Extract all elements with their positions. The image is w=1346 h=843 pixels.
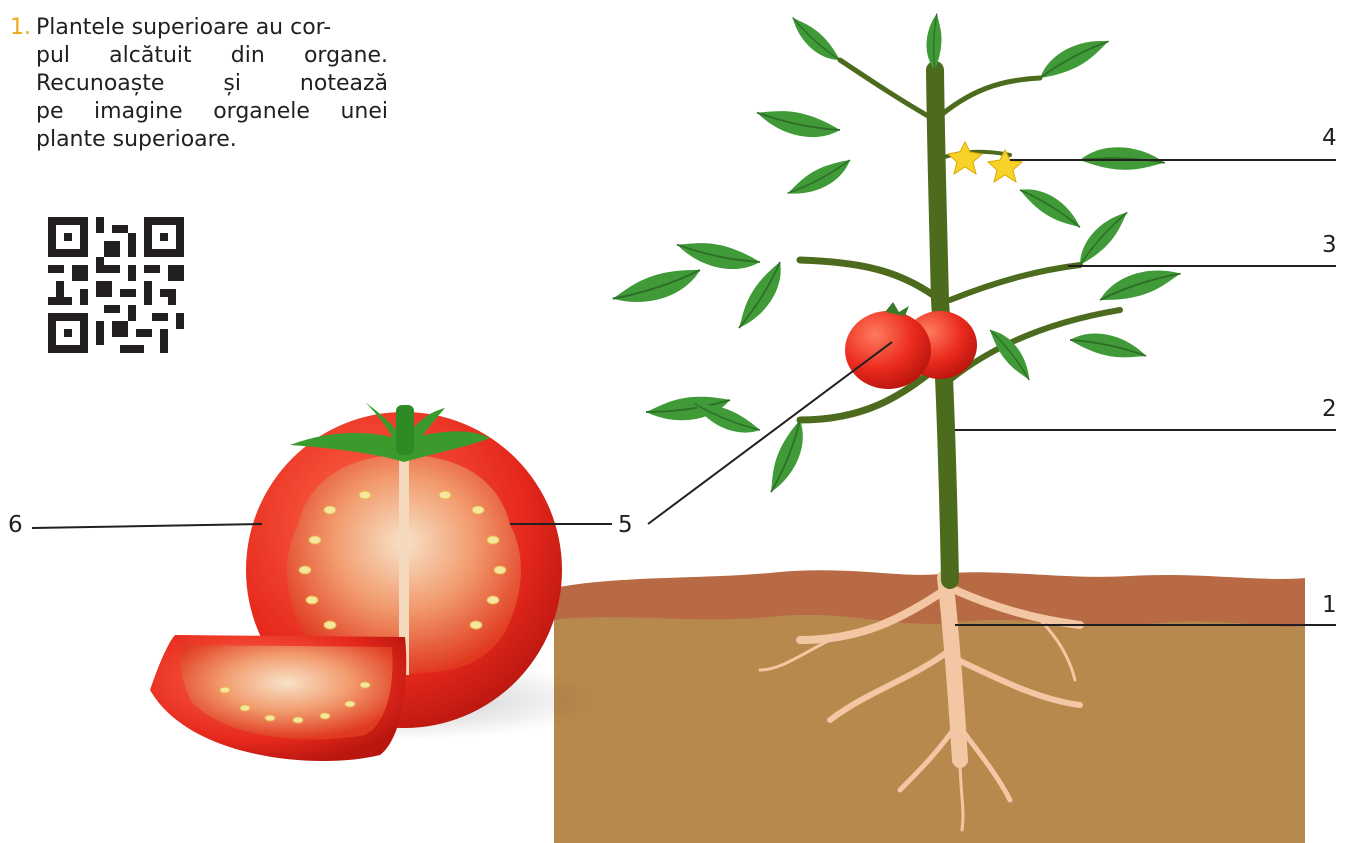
flowers: [948, 142, 1022, 182]
leaves: [610, 10, 1183, 496]
leader-lines: [32, 160, 1336, 625]
label-2: 2: [1322, 396, 1337, 422]
leader-line-6: [32, 524, 262, 528]
label-1: 1: [1322, 592, 1337, 618]
label-3: 3: [1322, 232, 1337, 258]
label-5: 5: [618, 512, 633, 538]
label-4: 4: [1322, 125, 1337, 151]
leader-line-5: [648, 342, 892, 524]
cut-tomato: [150, 402, 600, 761]
soil: [554, 570, 1305, 843]
label-6: 6: [8, 512, 23, 538]
